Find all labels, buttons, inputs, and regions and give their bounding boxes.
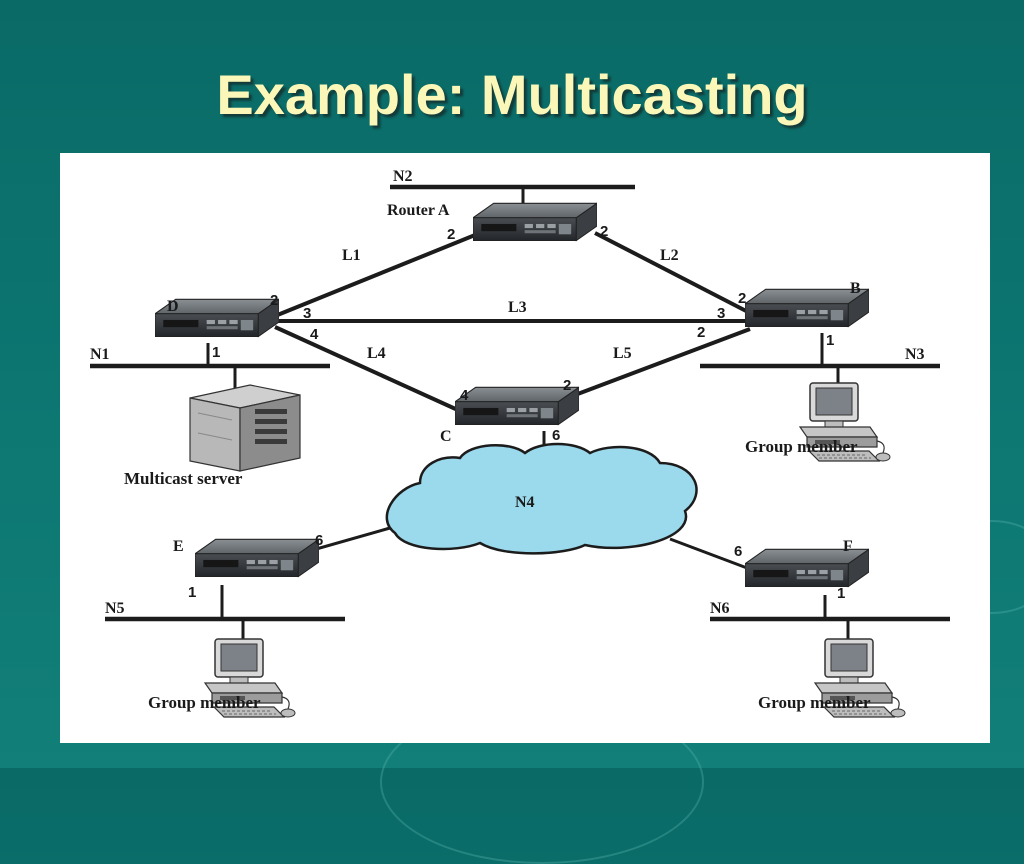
port-c-bottom: 6 — [552, 427, 560, 444]
link-l4 — [274, 325, 461, 413]
router-d-label: D — [167, 298, 179, 315]
port-d-l4: 4 — [310, 326, 319, 343]
group-member-n6-label: Group member — [758, 693, 871, 712]
multicast-server-label: Multicast server — [124, 469, 243, 488]
port-e-net: 1 — [188, 584, 196, 601]
port-e-cloud: 6 — [315, 532, 323, 549]
link-l1 — [274, 231, 481, 318]
network-n1-label: N1 — [90, 346, 110, 363]
router-a-label: Router A — [387, 202, 450, 219]
router-e-label: E — [173, 538, 184, 555]
slide-title: Example: Multicasting — [216, 63, 808, 126]
router-c-label: C — [440, 428, 452, 445]
port-b-lower: 2 — [697, 324, 705, 341]
router-c-icon — [455, 386, 579, 426]
port-c-top: 4 — [460, 387, 469, 404]
port-b-left: 3 — [717, 305, 725, 322]
port-b-net: 1 — [826, 332, 834, 349]
network-n4-cloud — [385, 442, 698, 555]
port-f-cloud: 6 — [734, 543, 742, 560]
link-l5-label: L5 — [613, 345, 632, 362]
link-l5 — [574, 327, 751, 397]
group-member-n3-label: Group member — [745, 437, 858, 456]
link-l1-label: L1 — [342, 247, 361, 264]
port-d-net: 1 — [212, 344, 220, 361]
network-n6-label: N6 — [710, 600, 730, 617]
router-e-icon — [195, 538, 319, 578]
network-n3-label: N3 — [905, 346, 925, 363]
link-l2 — [594, 231, 751, 315]
port-d-top: 2 — [270, 292, 278, 309]
port-c-right: 2 — [563, 377, 571, 394]
network-diagram: N2 N1 N3 N4 N5 N6 Router A D B C E F L1 … — [90, 168, 950, 718]
router-f-label: F — [843, 538, 853, 555]
router-b-label: B — [850, 280, 861, 297]
network-diagram-panel: N2 N1 N3 N4 N5 N6 Router A D B C E F L1 … — [60, 153, 990, 743]
network-n2-label: N2 — [393, 168, 413, 185]
port-b-top: 2 — [738, 290, 746, 307]
link-l3-label: L3 — [508, 299, 527, 316]
link-l2-label: L2 — [660, 247, 679, 264]
link-l4-label: L4 — [367, 345, 386, 362]
multicast-server-icon — [189, 384, 301, 472]
port-d-l3: 3 — [303, 305, 311, 322]
port-a-right: 2 — [600, 223, 608, 240]
router-a-icon — [473, 202, 597, 242]
network-n4-label: N4 — [515, 494, 535, 511]
group-member-n5-label: Group member — [148, 693, 261, 712]
port-a-left: 2 — [447, 226, 455, 243]
port-f-net: 1 — [837, 585, 845, 602]
network-n5-label: N5 — [105, 600, 125, 617]
